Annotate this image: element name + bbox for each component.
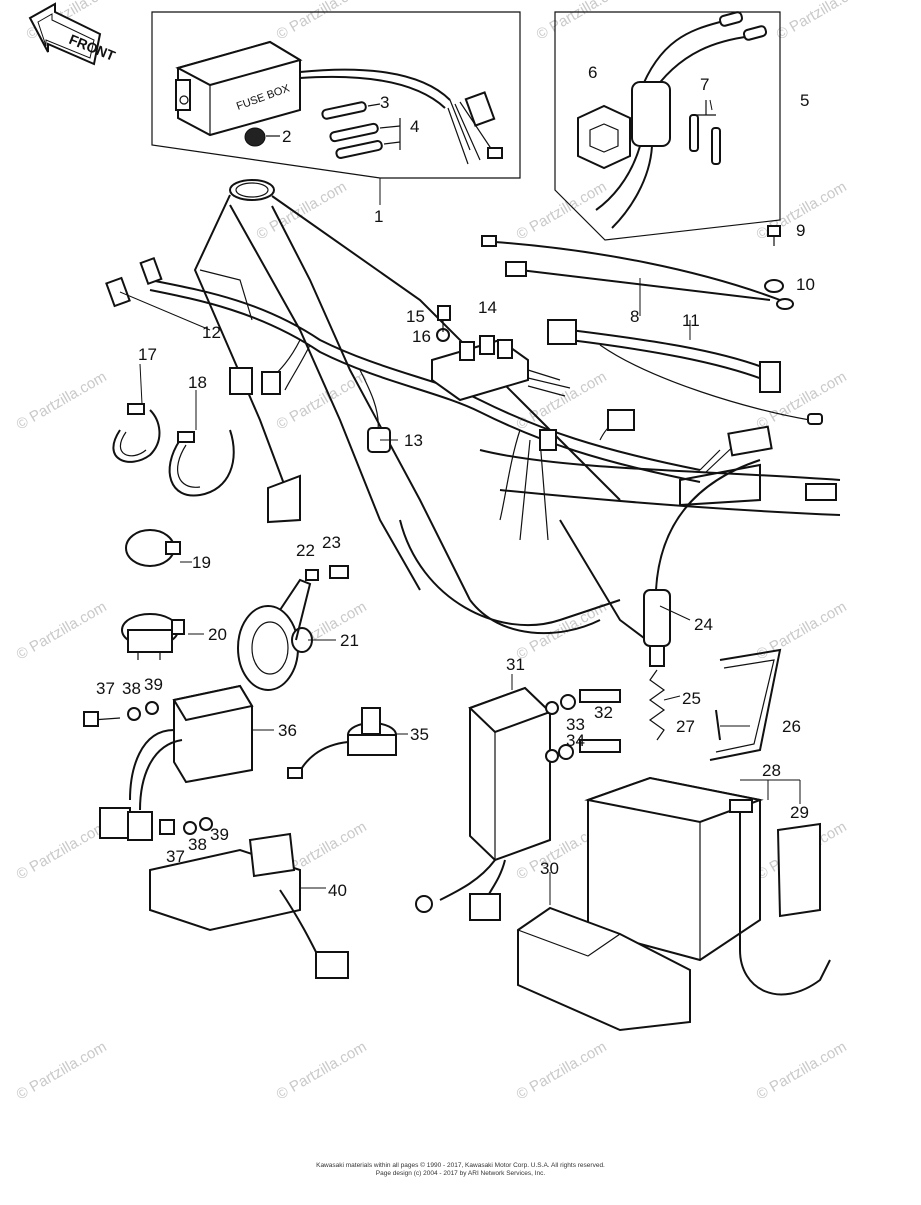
fuse-box-kit-frame: FUSE BOX (151, 11, 521, 179)
sensor-switch (287, 707, 397, 779)
copyright-line-1: Kawasaki materials within all pages © 19… (316, 1162, 605, 1169)
main-wiring-harness (105, 256, 773, 541)
callout-leaders (119, 99, 801, 905)
callout-6: 6 (588, 63, 597, 82)
watermark: © Partzilla.com (14, 598, 110, 663)
copyright-line-2: Page design (c) 2004 - 2017 by ARI Netwo… (375, 1170, 546, 1177)
battery-cables (481, 225, 823, 425)
watermark: © Partzilla.com (514, 178, 610, 243)
callout-31: 31 (506, 655, 525, 674)
watermark: © Partzilla.com (14, 368, 110, 433)
callout-14: 14 (478, 298, 497, 317)
callout-24: 24 (694, 615, 713, 634)
callout-36: 36 (278, 721, 297, 740)
relay-block (431, 305, 571, 402)
battery (516, 776, 831, 1032)
callout-32: 32 (594, 703, 613, 722)
callout-2: 2 (282, 127, 291, 146)
callout-7: 7 (700, 75, 709, 94)
watermark: © Partzilla.com (534, 0, 630, 43)
horn (237, 565, 349, 691)
callout-38: 38 (188, 835, 207, 854)
watermark: © Partzilla.com (754, 1038, 850, 1103)
callout-39: 39 (144, 675, 163, 694)
callout-26: 26 (782, 717, 801, 736)
callout-34: 34 (566, 731, 585, 750)
callout-8: 8 (630, 307, 639, 326)
brake-switch (643, 459, 761, 741)
harness-clamps (112, 403, 235, 497)
callout-30: 30 (540, 859, 559, 878)
callout-21: 21 (340, 631, 359, 650)
callout-37: 37 (96, 679, 115, 698)
callout-35: 35 (410, 725, 429, 744)
front-arrow: FRONT (28, 2, 118, 66)
callout-27: 27 (676, 717, 695, 736)
watermark: © Partzilla.com (274, 1038, 370, 1103)
watermark: © Partzilla.com (14, 1038, 110, 1103)
callout-29: 29 (790, 803, 809, 822)
callout-18: 18 (188, 373, 207, 392)
callout-4: 4 (410, 117, 419, 136)
callout-39: 39 (210, 825, 229, 844)
callout-16: 16 (412, 327, 431, 346)
callout-15: 15 (406, 307, 425, 326)
callout-33: 33 (566, 715, 585, 734)
callout-17: 17 (138, 345, 157, 364)
callout-38: 38 (122, 679, 141, 698)
callout-5: 5 (800, 91, 809, 110)
callout-40: 40 (328, 881, 347, 900)
callout-22: 22 (296, 541, 315, 560)
callout-10: 10 (796, 275, 815, 294)
callout-9: 9 (796, 221, 805, 240)
callout-11: 11 (682, 311, 700, 330)
callout-37: 37 (166, 847, 185, 866)
watermark: © Partzilla.com (14, 818, 110, 883)
fuse-holder-kit-frame (554, 11, 781, 241)
watermark: © Partzilla.com (774, 0, 870, 43)
callout-19: 19 (192, 553, 211, 572)
watermark: © Partzilla.com (514, 1038, 610, 1103)
callout-25: 25 (682, 689, 701, 708)
callout-20: 20 (208, 625, 227, 644)
watermark: © Partzilla.com (274, 0, 370, 43)
watermark: © Partzilla.com (754, 598, 850, 663)
callout-3: 3 (380, 93, 389, 112)
regulator (83, 684, 254, 841)
battery-holder-rod (709, 648, 782, 761)
callout-23: 23 (322, 533, 341, 552)
callout-28: 28 (762, 761, 781, 780)
callout-1: 1 (374, 207, 383, 226)
ignition-unit (149, 817, 349, 979)
ic-igniter (415, 686, 621, 921)
switch-parts (121, 529, 185, 660)
callout-13: 13 (404, 431, 423, 450)
callout-12: 12 (202, 323, 221, 342)
